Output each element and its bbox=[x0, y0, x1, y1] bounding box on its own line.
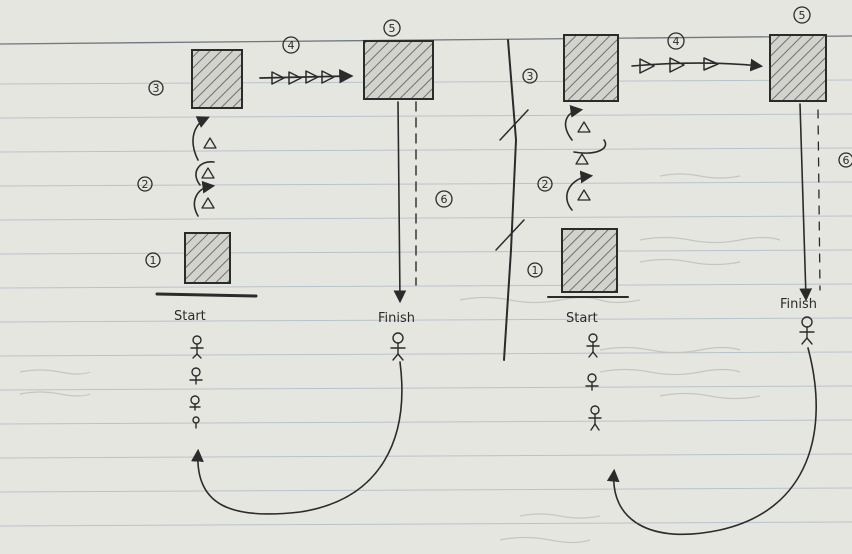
svg-text:1: 1 bbox=[150, 254, 157, 267]
left-start-label: Start bbox=[174, 309, 206, 324]
right-drop-solid-line bbox=[800, 104, 806, 298]
triangle-marker-icon bbox=[202, 198, 214, 208]
svg-text:6: 6 bbox=[843, 154, 850, 167]
svg-text:2: 2 bbox=[142, 178, 149, 191]
left-sketch: 3 2 1 4 5 6 Start Finish bbox=[138, 20, 452, 514]
ruled-lines bbox=[0, 36, 852, 526]
right-drop-dashed-line bbox=[818, 110, 820, 290]
svg-text:1: 1 bbox=[532, 264, 539, 277]
left-drop-solid-line bbox=[398, 102, 400, 300]
right-return-loop bbox=[614, 348, 816, 534]
svg-text:2: 2 bbox=[542, 178, 549, 191]
stick-figure-icon bbox=[190, 368, 202, 384]
left-step-number-5: 5 bbox=[384, 20, 400, 36]
triangle-marker-icon bbox=[204, 138, 216, 148]
right-step-number-6: 6 bbox=[839, 153, 852, 167]
left-box-step5 bbox=[364, 41, 433, 99]
triangle-marker-icon bbox=[202, 168, 214, 178]
stick-figure-icon bbox=[800, 317, 814, 344]
left-step-number-3: 3 bbox=[149, 81, 163, 95]
left-step-number-6: 6 bbox=[436, 191, 452, 207]
left-ground-line bbox=[157, 294, 256, 296]
curved-arrow-icon bbox=[574, 140, 606, 153]
right-triangle-markers bbox=[640, 58, 718, 73]
triangle-marker-icon bbox=[670, 58, 684, 72]
svg-text:3: 3 bbox=[153, 82, 160, 95]
right-box-step3 bbox=[564, 35, 618, 101]
stick-figure-icon bbox=[391, 333, 405, 360]
left-step-number-1: 1 bbox=[146, 253, 160, 267]
svg-text:3: 3 bbox=[527, 70, 534, 83]
triangle-marker-icon bbox=[578, 190, 590, 200]
divider-line bbox=[504, 40, 516, 360]
stick-figure-icon bbox=[190, 396, 200, 410]
left-step4-arrow bbox=[260, 76, 350, 78]
left-box-step1 bbox=[185, 233, 230, 283]
stick-figure-icon bbox=[193, 417, 199, 428]
right-box-step1 bbox=[562, 229, 617, 292]
left-box-step3 bbox=[192, 50, 242, 108]
svg-text:6: 6 bbox=[441, 193, 448, 206]
svg-text:4: 4 bbox=[673, 35, 680, 48]
svg-text:5: 5 bbox=[799, 9, 806, 22]
right-step-number-1: 1 bbox=[528, 263, 542, 277]
right-step-number-3: 3 bbox=[523, 69, 537, 83]
left-step-number-2: 2 bbox=[138, 177, 152, 191]
svg-text:5: 5 bbox=[389, 22, 396, 35]
right-start-label: Start bbox=[566, 311, 598, 326]
curved-arrow-icon bbox=[193, 118, 207, 160]
right-step-number-4: 4 bbox=[668, 33, 684, 49]
triangle-marker-icon bbox=[578, 122, 590, 132]
svg-text:4: 4 bbox=[288, 39, 295, 52]
left-finish-label: Finish bbox=[378, 311, 415, 326]
right-finish-label: Finish bbox=[780, 297, 817, 312]
right-step-number-2: 2 bbox=[538, 177, 552, 191]
curved-arrow-icon bbox=[566, 110, 580, 140]
right-step-number-5: 5 bbox=[794, 7, 810, 23]
divider-slash-bottom bbox=[496, 220, 524, 250]
right-box-step5 bbox=[770, 35, 826, 101]
left-step-number-4: 4 bbox=[283, 37, 299, 53]
stick-figure-icon bbox=[589, 406, 601, 430]
triangle-marker-icon bbox=[576, 154, 588, 164]
